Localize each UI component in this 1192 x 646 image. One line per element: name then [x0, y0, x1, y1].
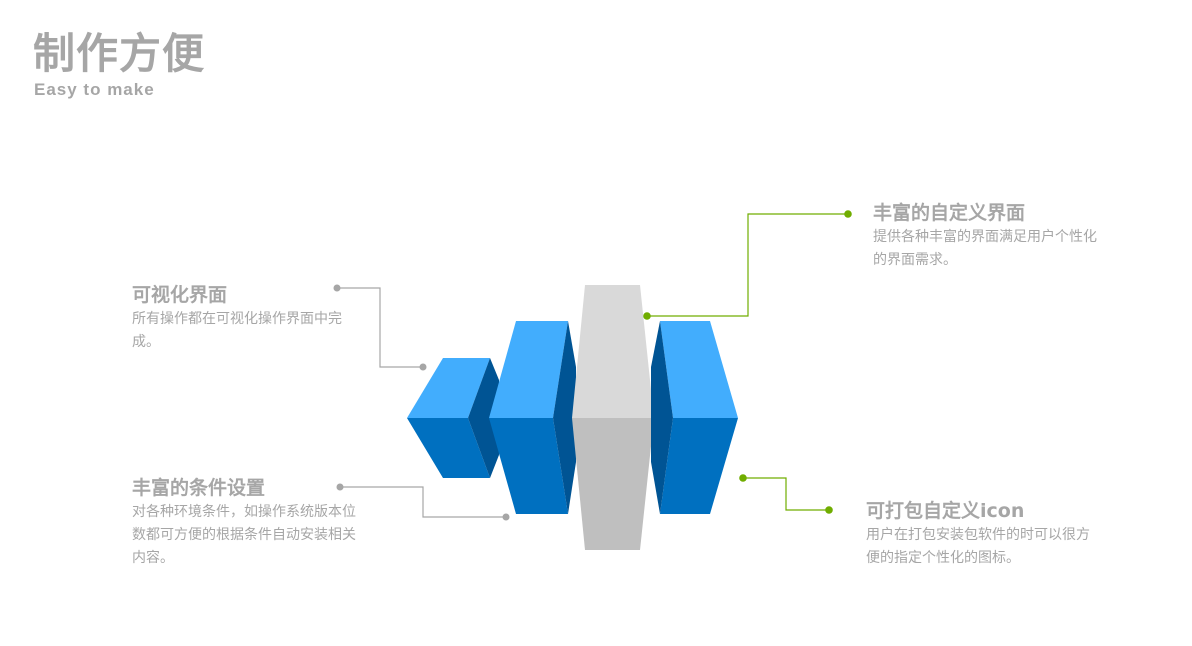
item-title: 可打包自定义icon: [866, 500, 1025, 522]
connector-top-left: [333, 284, 427, 371]
connector-bottom-left: [336, 483, 510, 521]
item-visual-interface: 可视化界面 所有操作都在可视化操作界面中完成。: [132, 282, 362, 354]
connector-top-right: [643, 210, 852, 320]
block-small: [407, 358, 499, 478]
item-custom-icon: 可打包自定义icon 用户在打包安装包软件的时可以很方便的指定个性化的图标。: [866, 498, 1096, 570]
block-right: [651, 321, 738, 514]
connector-bottom-right: [739, 474, 833, 514]
page-title: 制作方便: [33, 29, 206, 78]
item-desc: 用户在打包安装包软件的时可以很方便的指定个性化的图标。: [866, 527, 1090, 566]
item-title: 丰富的条件设置: [132, 477, 266, 499]
item-conditions: 丰富的条件设置 对各种环境条件，如操作系统版本位数都可方便的根据条件自动安装相关…: [132, 475, 362, 570]
block-medium: [489, 321, 576, 514]
item-title: 可视化界面: [132, 284, 228, 306]
page-subtitle: Easy to make: [34, 80, 155, 99]
item-desc: 对各种环境条件，如操作系统版本位数都可方便的根据条件自动安装相关内容。: [132, 504, 356, 566]
item-title: 丰富的自定义界面: [873, 202, 1026, 224]
item-desc: 提供各种丰富的界面满足用户个性化的界面需求。: [873, 229, 1097, 268]
item-custom-interface: 丰富的自定义界面 提供各种丰富的界面满足用户个性化的界面需求。: [873, 200, 1103, 272]
block-center-gray: [572, 285, 654, 550]
item-desc: 所有操作都在可视化操作界面中完成。: [132, 311, 342, 350]
